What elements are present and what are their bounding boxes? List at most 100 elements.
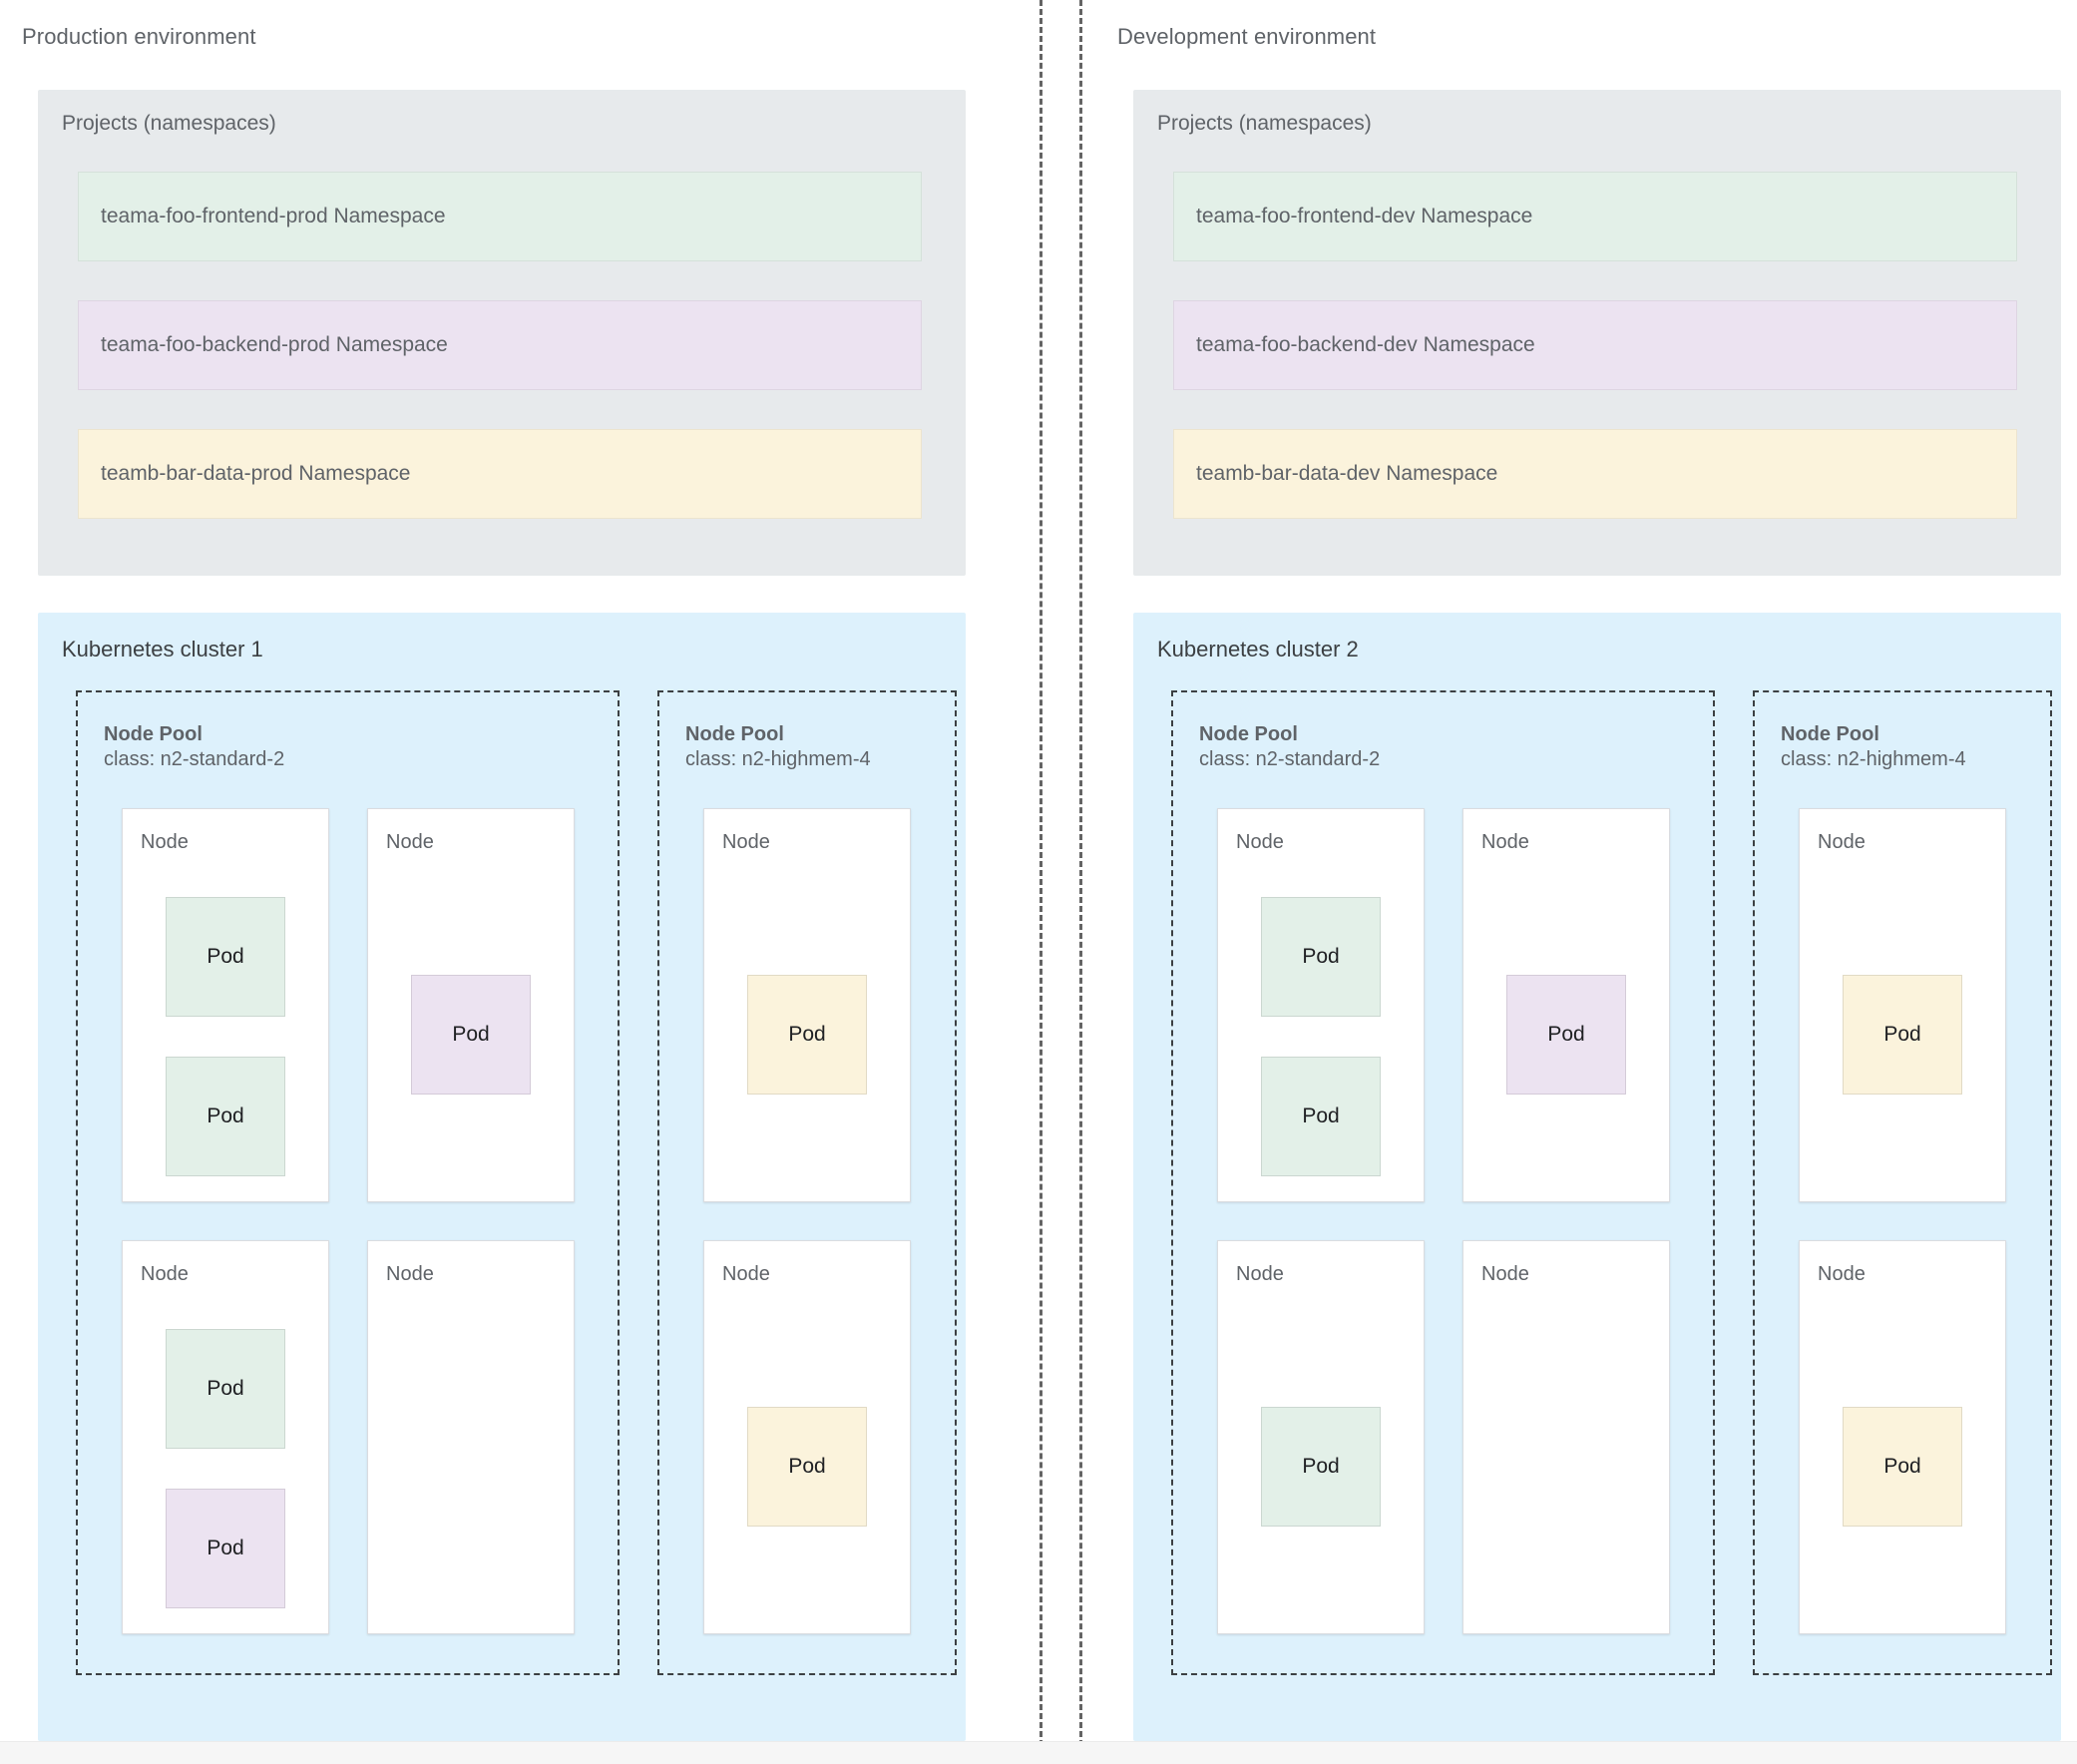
pod-label: Pod bbox=[1302, 1455, 1340, 1478]
node-pool: Node Pool class: n2-highmem-4 Node Pod bbox=[657, 690, 957, 1675]
node[interactable]: Node Pod bbox=[703, 808, 911, 1202]
namespace-label: teama-foo-frontend-dev Namespace bbox=[1196, 205, 1533, 227]
pod-stack: Pod bbox=[1800, 1303, 2005, 1621]
node-grid: Node Pod Pod Node bbox=[122, 808, 598, 1634]
namespace-box[interactable]: teama-foo-backend-prod Namespace bbox=[78, 300, 922, 390]
pod-stack: Pod bbox=[1800, 871, 2005, 1189]
pod-label: Pod bbox=[452, 1023, 490, 1046]
pod-label: Pod bbox=[1883, 1023, 1921, 1046]
namespace-label: teamb-bar-data-prod Namespace bbox=[101, 462, 411, 485]
node[interactable]: Node Pod Pod bbox=[122, 1240, 329, 1634]
node-pool-row: Node Pool class: n2-standard-2 Node Pod bbox=[76, 690, 957, 1675]
node[interactable]: Node Pod Pod bbox=[1217, 808, 1425, 1202]
node-label: Node bbox=[141, 1263, 189, 1285]
node-pool-header: Node Pool class: n2-highmem-4 bbox=[685, 722, 871, 772]
node-label: Node bbox=[722, 831, 770, 853]
namespace-label: teama-foo-frontend-prod Namespace bbox=[101, 205, 446, 227]
namespace-label: teama-foo-backend-dev Namespace bbox=[1196, 333, 1535, 356]
pod-label: Pod bbox=[1547, 1023, 1585, 1046]
node[interactable]: Node Pod bbox=[1462, 808, 1670, 1202]
node-pool: Node Pool class: n2-highmem-4 Node Pod bbox=[1753, 690, 2052, 1675]
namespace-list: teama-foo-frontend-prod Namespace teama-… bbox=[78, 172, 922, 519]
pod-label: Pod bbox=[788, 1455, 826, 1478]
node-pool-header: Node Pool class: n2-highmem-4 bbox=[1781, 722, 1966, 772]
pod[interactable]: Pod bbox=[166, 1057, 285, 1176]
node-pool-row: Node Pool class: n2-standard-2 Node Pod bbox=[1171, 690, 2052, 1675]
pod[interactable]: Pod bbox=[1261, 1057, 1381, 1176]
node-label: Node bbox=[1481, 831, 1529, 853]
namespace-list: teama-foo-frontend-dev Namespace teama-f… bbox=[1173, 172, 2017, 519]
pod[interactable]: Pod bbox=[1261, 897, 1381, 1017]
pod[interactable]: Pod bbox=[1843, 1407, 1962, 1527]
pod-stack: Pod Pod bbox=[1218, 871, 1424, 1189]
namespace-box[interactable]: teamb-bar-data-dev Namespace bbox=[1173, 429, 2017, 519]
pod[interactable]: Pod bbox=[411, 975, 531, 1095]
node-label: Node bbox=[722, 1263, 770, 1285]
kubernetes-cluster-panel: Kubernetes cluster 2 Node Pool class: n2… bbox=[1133, 613, 2061, 1741]
node-pool-name: Node Pool bbox=[104, 723, 203, 745]
pod[interactable]: Pod bbox=[747, 975, 867, 1095]
node[interactable]: Node Pod bbox=[1217, 1240, 1425, 1634]
pod[interactable]: Pod bbox=[166, 1329, 285, 1449]
pod-stack: Pod bbox=[704, 871, 910, 1189]
node[interactable]: Node Pod bbox=[367, 808, 575, 1202]
pod-label: Pod bbox=[1302, 1104, 1340, 1127]
node-pool-class: class: n2-highmem-4 bbox=[1781, 748, 1966, 770]
environment-development: Development environment Projects (namesp… bbox=[1095, 0, 2077, 1764]
projects-panel: Projects (namespaces) teama-foo-frontend… bbox=[38, 90, 966, 576]
environment-production: Production environment Projects (namespa… bbox=[0, 0, 1006, 1764]
pod-stack: Pod Pod bbox=[123, 871, 328, 1189]
node-pool-name: Node Pool bbox=[685, 723, 784, 745]
node-pool-class: class: n2-highmem-4 bbox=[685, 748, 871, 770]
node-pool: Node Pool class: n2-standard-2 Node Pod bbox=[76, 690, 620, 1675]
node-label: Node bbox=[1818, 831, 1866, 853]
pod-label: Pod bbox=[1883, 1455, 1921, 1478]
node-label: Node bbox=[141, 831, 189, 853]
page-bottom-rule bbox=[0, 1741, 2077, 1764]
environment-title: Development environment bbox=[1117, 24, 1377, 49]
node[interactable]: Node Pod bbox=[1799, 1240, 2006, 1634]
namespace-box[interactable]: teama-foo-frontend-prod Namespace bbox=[78, 172, 922, 261]
node[interactable]: Node bbox=[1462, 1240, 1670, 1634]
pod[interactable]: Pod bbox=[1843, 975, 1962, 1095]
namespace-label: teamb-bar-data-dev Namespace bbox=[1196, 462, 1498, 485]
pod-stack: Pod Pod bbox=[123, 1303, 328, 1621]
node-grid: Node Pod Node Pod bbox=[703, 808, 935, 1634]
pod[interactable]: Pod bbox=[166, 897, 285, 1017]
namespace-box[interactable]: teama-foo-frontend-dev Namespace bbox=[1173, 172, 2017, 261]
environment-divider-line-left bbox=[1039, 0, 1042, 1764]
node-pool-header: Node Pool class: n2-standard-2 bbox=[104, 722, 284, 772]
namespace-box[interactable]: teamb-bar-data-prod Namespace bbox=[78, 429, 922, 519]
node-pool-class: class: n2-standard-2 bbox=[104, 748, 285, 770]
pod[interactable]: Pod bbox=[1506, 975, 1626, 1095]
namespace-box[interactable]: teama-foo-backend-dev Namespace bbox=[1173, 300, 2017, 390]
node[interactable]: Node Pod bbox=[703, 1240, 911, 1634]
node-label: Node bbox=[1481, 1263, 1529, 1285]
projects-panel: Projects (namespaces) teama-foo-frontend… bbox=[1133, 90, 2061, 576]
node[interactable]: Node Pod Pod bbox=[122, 808, 329, 1202]
node[interactable]: Node Pod bbox=[1799, 808, 2006, 1202]
pod-label: Pod bbox=[207, 1377, 244, 1400]
node-pool: Node Pool class: n2-standard-2 Node Pod bbox=[1171, 690, 1715, 1675]
projects-panel-title: Projects (namespaces) bbox=[1157, 112, 1372, 135]
node-grid: Node Pod Node Pod bbox=[1799, 808, 2030, 1634]
pod-label: Pod bbox=[207, 1104, 244, 1127]
node-label: Node bbox=[386, 831, 434, 853]
pod-stack: Pod bbox=[1463, 871, 1669, 1189]
pod[interactable]: Pod bbox=[747, 1407, 867, 1527]
pod-stack: Pod bbox=[368, 871, 574, 1189]
node-label: Node bbox=[1818, 1263, 1866, 1285]
pod-label: Pod bbox=[207, 1537, 244, 1559]
pod[interactable]: Pod bbox=[166, 1489, 285, 1608]
node[interactable]: Node bbox=[367, 1240, 575, 1634]
cluster-title: Kubernetes cluster 2 bbox=[1157, 637, 1359, 662]
kubernetes-cluster-panel: Kubernetes cluster 1 Node Pool class: n2… bbox=[38, 613, 966, 1741]
pod-stack: Pod bbox=[704, 1303, 910, 1621]
node-pool-name: Node Pool bbox=[1199, 723, 1298, 745]
pod[interactable]: Pod bbox=[1261, 1407, 1381, 1527]
environment-title: Production environment bbox=[22, 24, 256, 49]
node-label: Node bbox=[1236, 1263, 1284, 1285]
pod-label: Pod bbox=[1302, 945, 1340, 968]
pod-stack bbox=[1463, 1303, 1669, 1621]
